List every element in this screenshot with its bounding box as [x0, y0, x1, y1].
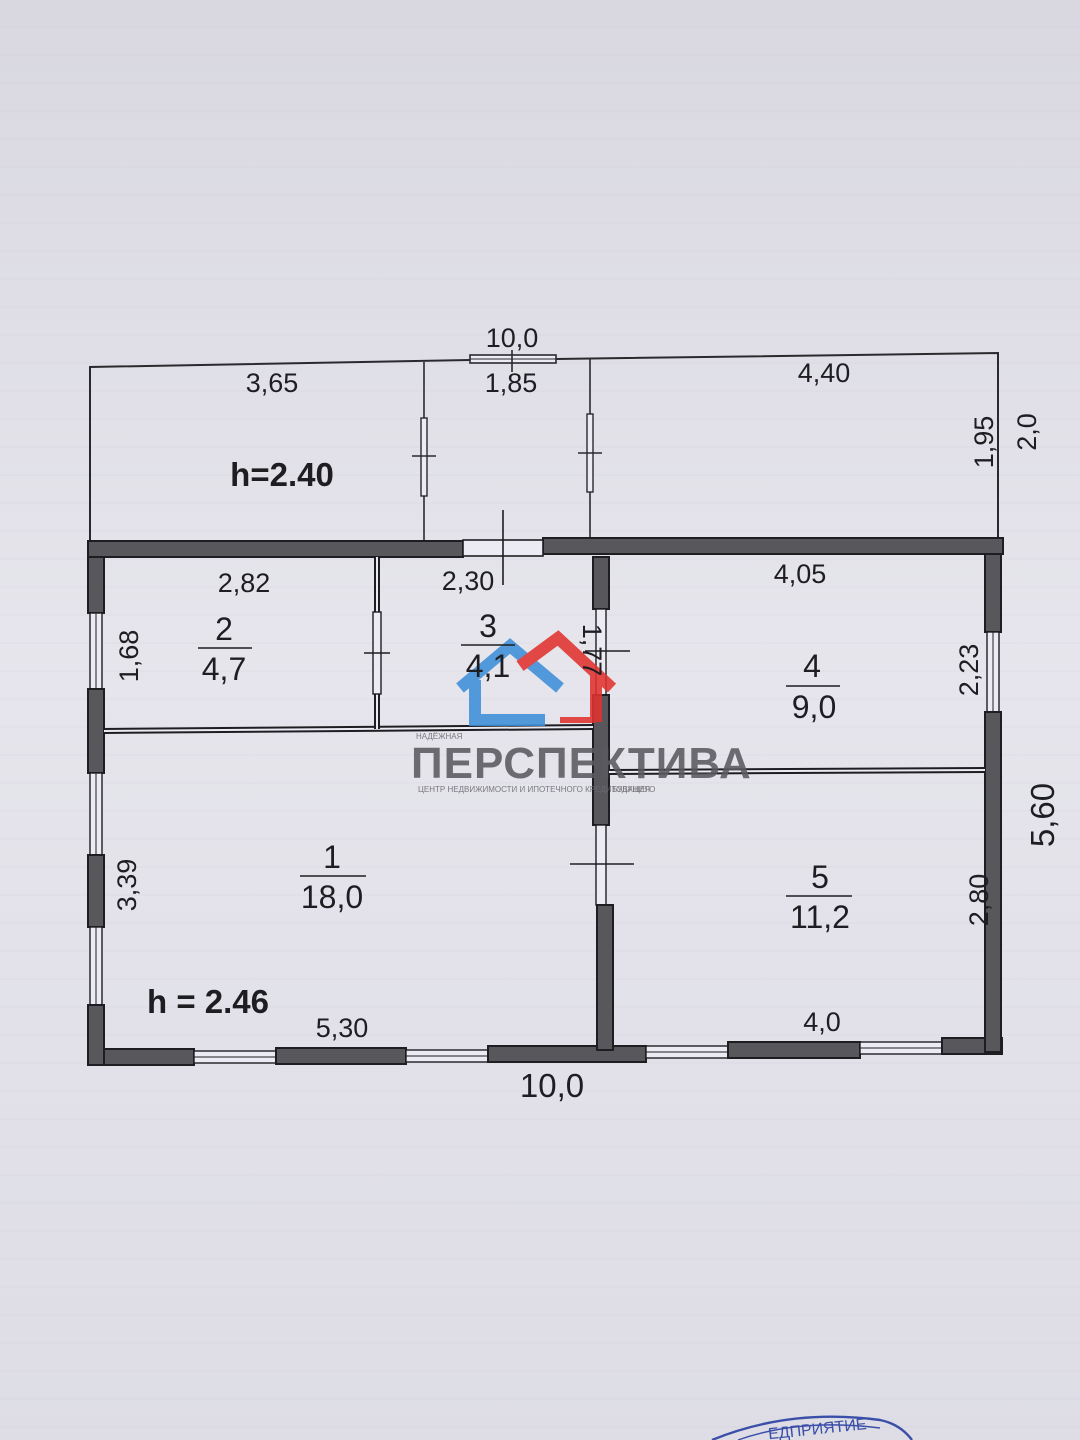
veranda-inner-depth: 1,95: [969, 416, 999, 469]
room4-area: 9,0: [792, 689, 836, 725]
veranda-height: h=2.40: [230, 456, 334, 493]
room1-number: 1: [323, 839, 341, 875]
room4-number: 4: [803, 648, 821, 684]
veranda-outline: [89, 351, 999, 543]
watermark-logo: НАДЁЖНАЯ ПЕРСПЕКТИВА ЦЕНТР НЕДВИЖИМОСТИ …: [411, 630, 752, 794]
room2-area: 4,7: [202, 651, 246, 687]
room3-top-dim: 2,30: [442, 566, 495, 596]
room5-number: 5: [811, 859, 829, 895]
room2-number: 2: [215, 611, 233, 647]
room4-top-dim: 4,05: [774, 559, 827, 589]
bottom-right-segment: 4,0: [803, 1007, 841, 1037]
room2-top-dim: 2,82: [218, 568, 271, 598]
watermark-tagline: ЦЕНТР НЕДВИЖИМОСТИ И ИПОТЕЧНОГО КРЕДИТОВ…: [418, 785, 650, 794]
veranda-overall-width: 10,0: [486, 323, 539, 353]
veranda: [89, 350, 999, 543]
veranda-segment-left: 3,65: [246, 368, 299, 398]
veranda-segment-middle: 1,85: [485, 368, 538, 398]
stamp: ЕДПРИЯТИЕ: [711, 1415, 913, 1440]
room5-area: 11,2: [790, 899, 850, 935]
house-logo-icon: [456, 630, 617, 726]
room5-side-dim: 2,80: [964, 874, 994, 927]
door-room5: [595, 824, 607, 906]
top-wall-right: [542, 537, 1004, 555]
room2-side-dim: 1,68: [114, 630, 144, 683]
house-right-depth: 5,60: [1024, 783, 1061, 847]
room3-area: 4,1: [466, 648, 510, 684]
house-walls: [87, 510, 1004, 1066]
room1-side-dim: 3,39: [112, 859, 142, 912]
top-wall-left: [87, 540, 464, 558]
veranda-door-left: [420, 417, 428, 497]
watermark-tagline-end: БУДУЩЕГО: [612, 785, 655, 794]
bottom-left-segment: 5,30: [316, 1013, 369, 1043]
room1-area: 18,0: [301, 879, 363, 915]
veranda-segment-right: 4,40: [798, 358, 851, 388]
watermark-brand: ПЕРСПЕКТИВА: [411, 739, 752, 788]
room4-side-dim: 2,23: [954, 644, 984, 697]
watermark-tagline-top: НАДЁЖНАЯ: [416, 732, 463, 741]
room3-number: 3: [479, 608, 497, 644]
room3-side-dim: 1,77: [577, 624, 607, 677]
house-height: h = 2.46: [147, 983, 269, 1020]
veranda-outer-depth: 2,0: [1012, 413, 1042, 451]
house-bottom-width: 10,0: [520, 1067, 584, 1104]
